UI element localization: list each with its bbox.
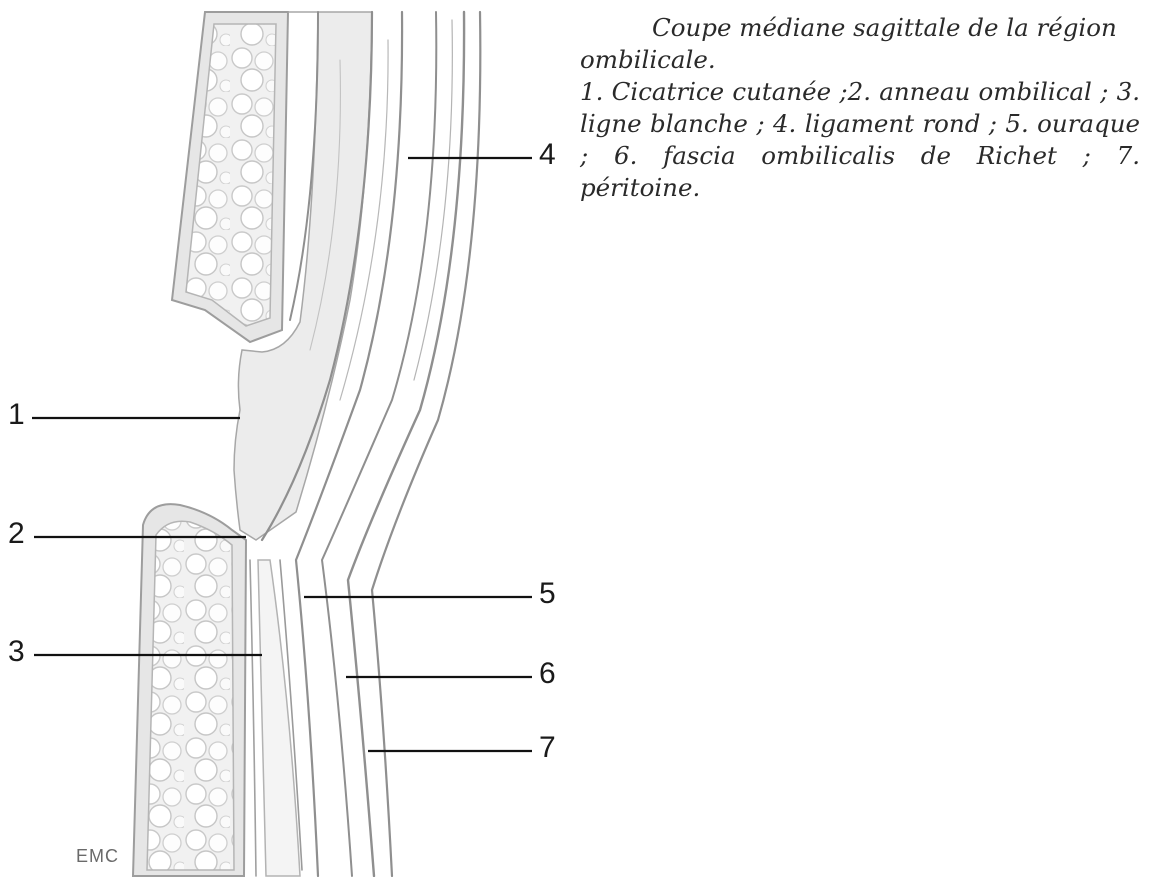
label-2: 2 <box>8 517 25 550</box>
label-3: 3 <box>8 635 25 668</box>
caption-legend: 1. Cicatrice cutanée ;2. anneau ombilica… <box>580 76 1140 204</box>
label-7: 7 <box>539 731 556 764</box>
label-5: 5 <box>539 577 556 610</box>
caption-title: Coupe médiane sagittale de la région omb… <box>580 12 1140 76</box>
figure-caption: Coupe médiane sagittale de la région omb… <box>580 12 1140 204</box>
upper-fat-layer <box>172 12 288 342</box>
publisher-logo: EMC <box>76 846 119 866</box>
label-4: 4 <box>539 138 556 171</box>
label-6: 6 <box>539 657 556 690</box>
lower-fat-layer <box>133 504 246 876</box>
label-1: 1 <box>8 398 25 431</box>
